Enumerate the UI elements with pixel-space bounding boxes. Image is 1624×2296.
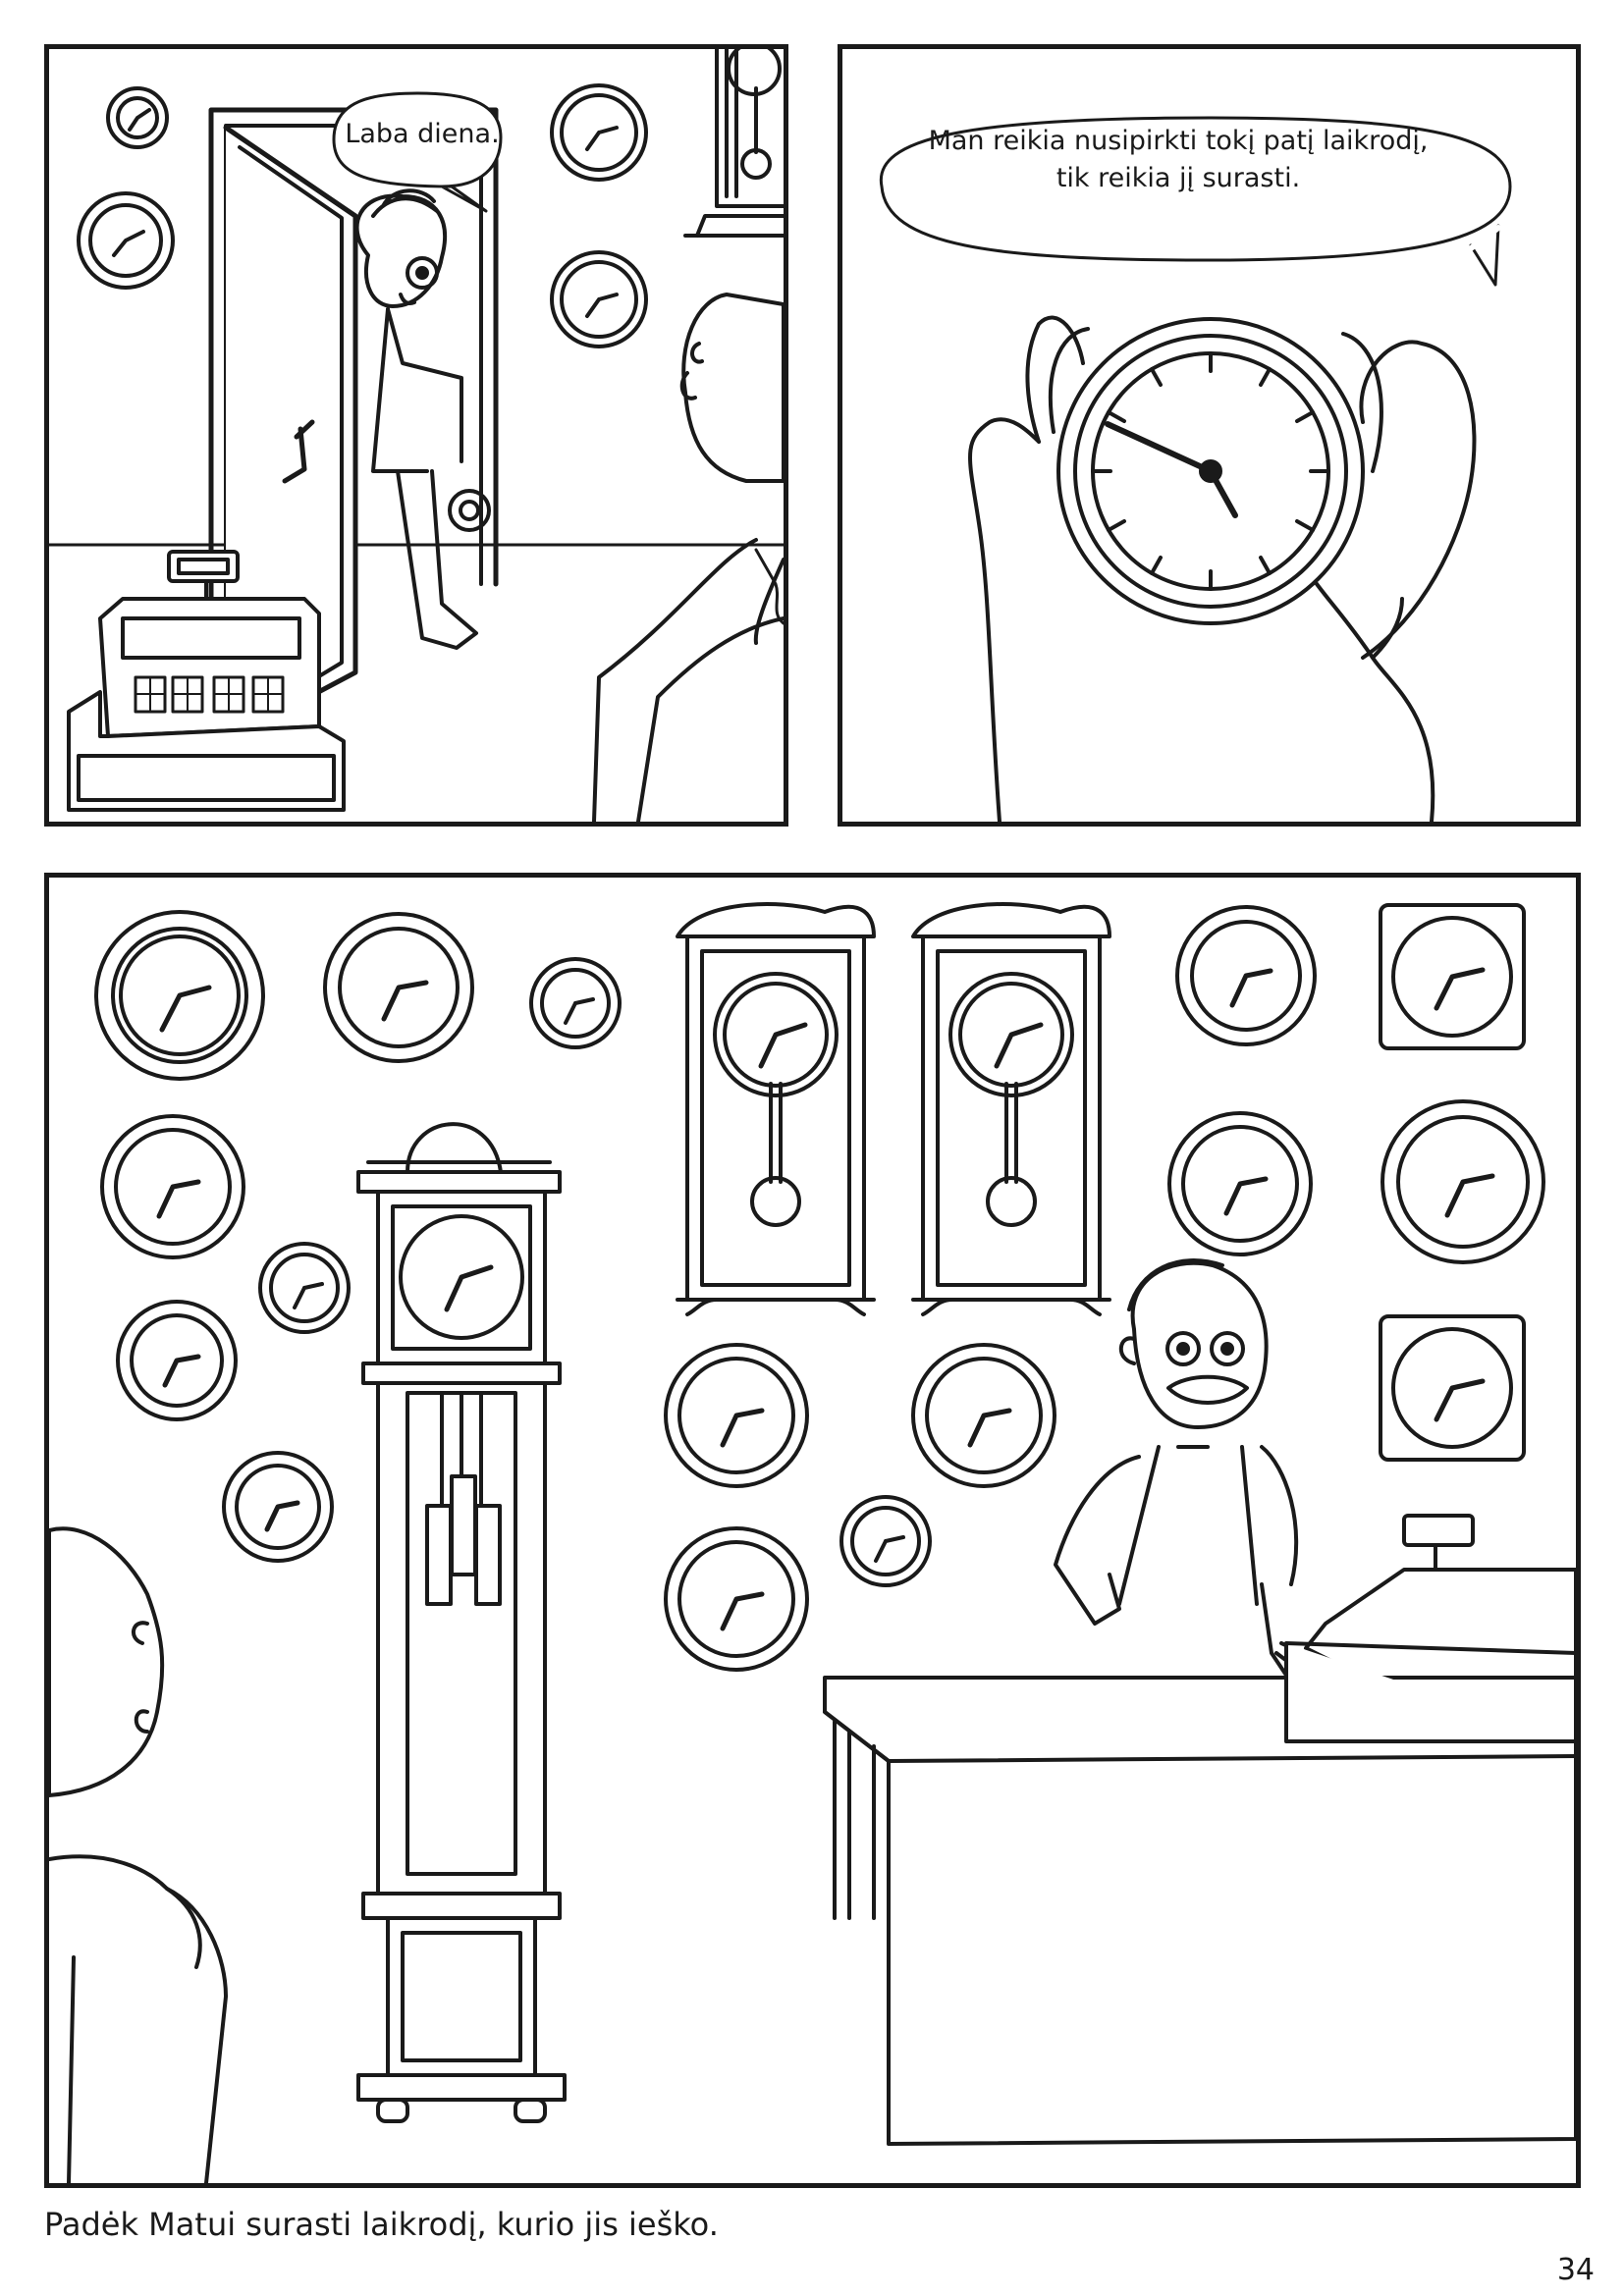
page-caption: Padėk Matui surasti laikrodį, kurio jis … xyxy=(44,2206,719,2243)
panel-2-artwork xyxy=(879,116,1512,822)
speech-line-2: tik reikia jį surasti. xyxy=(1056,163,1301,193)
grandfather-clock xyxy=(356,1122,567,2123)
cash-register xyxy=(1284,1514,1576,1743)
wall-clocks xyxy=(77,83,648,348)
shopkeeper-figure xyxy=(1054,1258,1327,1684)
woman-figure xyxy=(592,293,784,822)
shop-counter xyxy=(823,1676,1576,2146)
cash-register xyxy=(67,550,346,812)
square-clocks xyxy=(1379,903,1526,1462)
held-clock xyxy=(1049,317,1383,625)
speech-bubble-greeting: Laba diena. xyxy=(345,119,500,149)
comic-panel-1: Laba diena. xyxy=(44,44,788,827)
boy-figure xyxy=(354,188,491,650)
comic-panel-2: Man reikia nusipirkti tokį patį laikrodį… xyxy=(838,44,1581,827)
speech-bubble-request: Man reikia nusipirkti tokį patį laikrodį… xyxy=(884,123,1473,197)
comic-panel-3 xyxy=(44,873,1581,2188)
wall-clocks xyxy=(94,905,1545,1672)
pendulum-clocks xyxy=(676,902,1111,1316)
panel-1-artwork xyxy=(49,49,784,822)
boy-figure-back xyxy=(49,1526,228,2183)
panel-3-artwork xyxy=(49,902,1576,2183)
page-number: 34 xyxy=(1556,2253,1595,2287)
speech-line-1: Man reikia nusipirkti tokį patį laikrodį… xyxy=(928,126,1429,156)
